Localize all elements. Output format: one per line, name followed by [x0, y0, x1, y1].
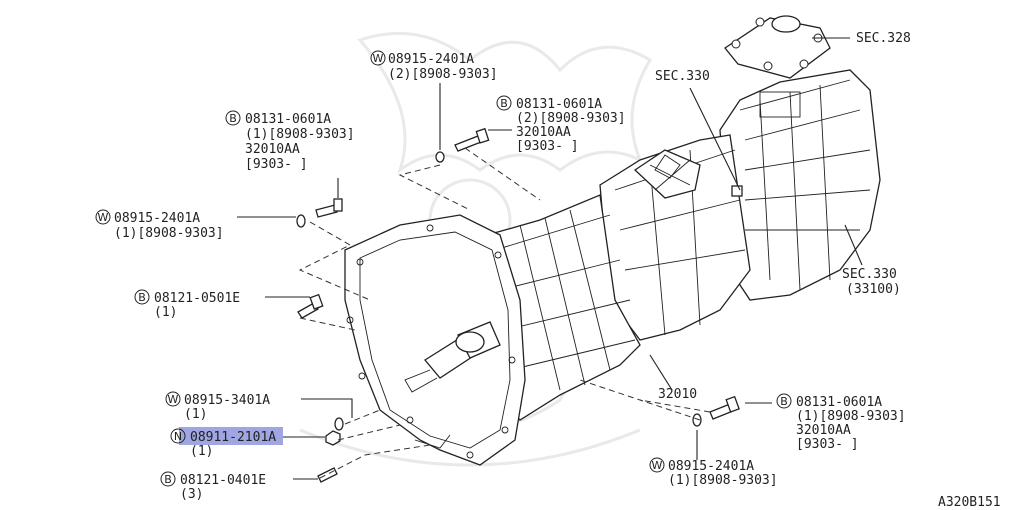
label-prefix: B	[229, 112, 237, 125]
label-b-08121-0401e: B 08121-0401E (3)	[160, 471, 266, 502]
label-qty: (1)	[190, 444, 213, 459]
label-code: 08915-3401A	[184, 393, 270, 408]
label-code: 08915-2401A	[114, 211, 200, 226]
label-part: 32010AA	[245, 142, 300, 157]
label-qty: (1)[8908-9303]	[245, 127, 355, 142]
label-n-08911-2101a: N 08911-2101A (1)	[170, 428, 276, 459]
label-qty: (1)[8908-9303]	[796, 409, 906, 424]
label-prefix: W	[652, 459, 663, 472]
label-part: 32010AA	[796, 423, 851, 438]
label-w-08915-2401a-top: W 08915-2401A (2)[8908-9303]	[370, 50, 498, 82]
label-code: 08915-2401A	[388, 52, 474, 67]
label-qty: (1)	[154, 305, 177, 320]
label-range: [9303- ]	[796, 437, 859, 452]
label-qty: (2)[8908-9303]	[388, 67, 498, 82]
label-qty: (1)[8908-9303]	[114, 226, 224, 241]
transmission-assembly	[344, 69, 881, 466]
label-prefix: B	[780, 395, 788, 408]
label-qty: (1)[8908-9303]	[668, 473, 778, 488]
label-prefix: B	[164, 473, 172, 486]
label-part: 32010AA	[516, 125, 571, 140]
label-code: 08915-2401A	[668, 459, 754, 474]
label-prefix: B	[500, 97, 508, 110]
label-prefix: W	[98, 211, 109, 224]
label-w-08915-2401a-bottom: W 08915-2401A (1)[8908-9303]	[649, 457, 778, 488]
label-b-08121-0501e: B 08121-0501E (1)	[134, 289, 240, 320]
label-qty: (1)	[184, 407, 207, 422]
label-code: 08131-0601A	[245, 112, 331, 127]
label-qty: (2)[8908-9303]	[516, 111, 626, 126]
label-b-08131-0601a-top: B 08131-0601A (2)[8908-9303] 32010AA [93…	[496, 95, 626, 154]
label-prefix: B	[138, 291, 146, 304]
label-qty: (3)	[180, 487, 203, 502]
sec330-right-sub-label: (33100)	[846, 282, 901, 297]
label-code: 08121-0401E	[180, 473, 266, 488]
label-code: 08131-0601A	[796, 395, 882, 410]
label-w-08915-3401a: W 08915-3401A (1)	[165, 391, 270, 422]
main-part-label: 32010	[658, 387, 697, 402]
label-prefix: N	[174, 430, 182, 443]
sec330-top-label: SEC.330	[655, 69, 710, 84]
label-code: 08911-2101A	[190, 430, 276, 445]
sec328-cover-plate	[724, 15, 831, 79]
assembly-dashed-lines	[298, 147, 711, 479]
label-prefix: W	[373, 52, 384, 65]
label-range: [9303- ]	[245, 157, 308, 172]
label-b-08131-0601a-left: B 08131-0601A (1)[8908-9303] 32010AA [93…	[225, 110, 355, 172]
label-code: 08131-0601A	[516, 97, 602, 112]
label-b-08131-0601a-right: B 08131-0601A (1)[8908-9303] 32010AA [93…	[776, 393, 906, 452]
leader-lines	[237, 37, 863, 480]
label-prefix: W	[168, 393, 179, 406]
sec330-right-label: SEC.330	[842, 267, 897, 282]
highlight-box	[179, 427, 283, 445]
bolts-and-washers	[296, 127, 743, 483]
label-range: [9303- ]	[516, 139, 579, 154]
label-w-08915-2401a-left: W 08915-2401A (1)[8908-9303]	[95, 209, 224, 241]
sec328-label: SEC.328	[856, 31, 911, 46]
diagram-code-label: A320B151	[938, 495, 1001, 510]
label-code: 08121-0501E	[154, 291, 240, 306]
